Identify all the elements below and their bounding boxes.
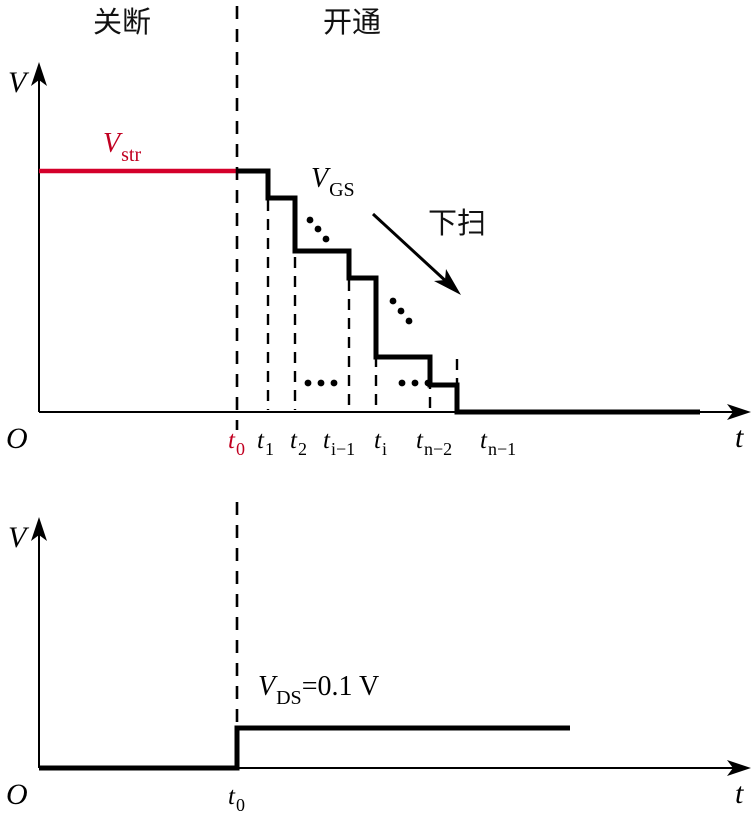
- bottom-y-axis: [31, 517, 47, 768]
- axis-ellipsis-right: [398, 379, 432, 387]
- bottom-tick-label-t0: t0: [228, 783, 245, 815]
- staircase-ellipsis-lower: [389, 297, 413, 325]
- tick-label-t0: t0: [228, 427, 245, 459]
- gate-voltage-panel: V t O: [6, 62, 751, 459]
- tick-label-t1: t1: [257, 427, 274, 459]
- v-str-label-base: V: [103, 128, 123, 159]
- v-str-label-sub: str: [121, 144, 141, 166]
- staircase-ellipsis-upper: [306, 216, 330, 243]
- v-gs-label: VGS: [311, 163, 355, 201]
- bottom-origin-label: O: [6, 778, 28, 811]
- top-x-axis-label: t: [735, 421, 744, 454]
- v-gs-label-sub: GS: [329, 179, 355, 201]
- v-gs-label-base: V: [311, 163, 331, 194]
- axis-ellipsis-left: [304, 379, 338, 387]
- tick-label-ti: ti: [374, 427, 387, 459]
- v-str-label: Vstr: [103, 128, 141, 166]
- tick-label-ti-1: ti−1: [323, 427, 355, 459]
- top-y-axis: [31, 62, 47, 412]
- down-sweep-label: 下扫: [428, 206, 486, 240]
- v-gs-trace: [237, 168, 700, 415]
- top-y-axis-label: V: [8, 66, 30, 99]
- v-ds-trace: [39, 725, 570, 771]
- bottom-x-axis-label: t: [735, 777, 744, 810]
- v-ds-label-sub: DS: [276, 687, 302, 709]
- v-ds-label: VDS=0.1 V: [258, 671, 379, 709]
- down-sweep-annotation: 下扫: [371, 206, 486, 295]
- v-ds-label-base: V: [258, 671, 278, 702]
- tick-label-tn-1: tn−1: [480, 427, 516, 459]
- tick-label-tn-2: tn−2: [416, 427, 452, 459]
- tick-label-t2: t2: [290, 427, 307, 459]
- off-state-heading: 关断: [93, 5, 151, 39]
- v-ds-label-value: =0.1 V: [302, 671, 380, 702]
- drain-voltage-panel: V t O VDS=0.1 V t0: [6, 517, 751, 815]
- on-state-heading: 开通: [323, 5, 381, 39]
- top-origin-label: O: [6, 422, 28, 455]
- bottom-y-axis-label: V: [8, 521, 30, 554]
